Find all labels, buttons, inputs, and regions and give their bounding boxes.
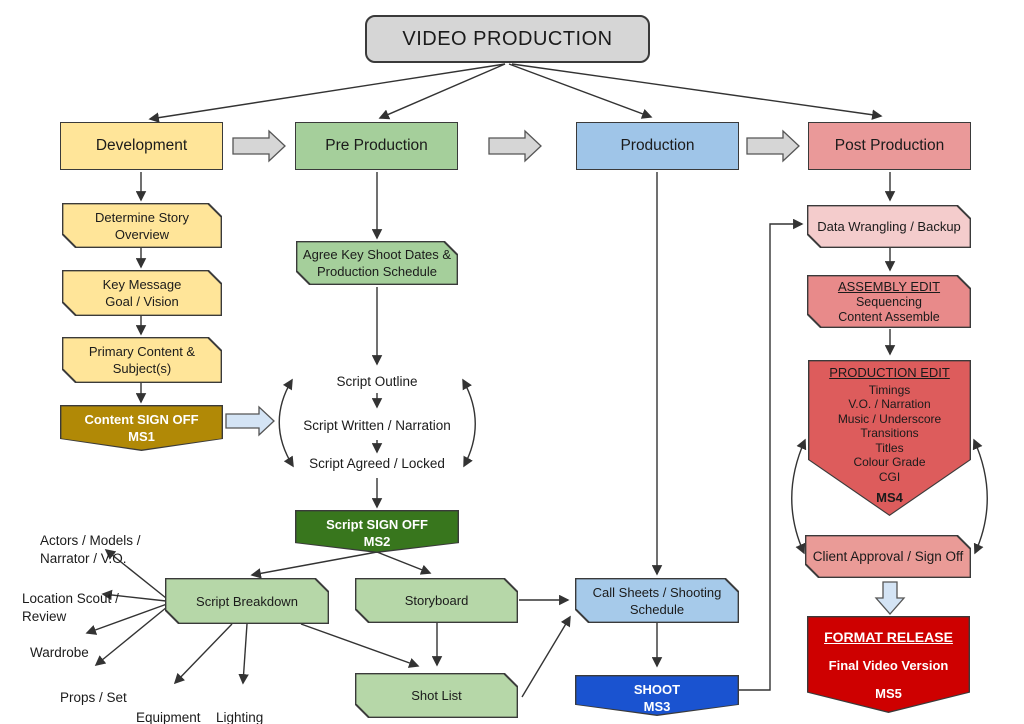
connector-ms2-to-storyboard <box>376 551 432 575</box>
connector-ms3-to-wrangling <box>739 218 804 691</box>
milestone-script-sign-off-ms2: Script SIGN OFF MS2 <box>295 510 459 553</box>
node-data-wrangling-backup: Data Wrangling / Backup <box>807 205 971 248</box>
data-wrangling-label: Data Wrangling / Backup <box>817 219 961 234</box>
approval-cycle-arc-left <box>791 438 807 555</box>
connector-title-to-pre-production <box>378 63 506 120</box>
connector-title-to-post-production <box>511 63 883 120</box>
connector-title-to-production <box>508 63 653 119</box>
connector-breakdown-to-props <box>94 606 168 666</box>
phase-production: Production <box>576 122 739 170</box>
label-location-scout-review: Location Scout / Review <box>22 591 119 624</box>
connector-breakdown-to-actors <box>104 549 167 599</box>
ms4-label: MS4 <box>876 490 903 506</box>
diagram-title-label: VIDEO PRODUCTION <box>402 27 613 50</box>
label-actors-models-narrator: Actors / Models / Narrator / V.O. <box>40 533 141 566</box>
text-script-written-narration: Script Written / Narration <box>303 418 451 433</box>
agree-dates-label: Agree Key Shoot Dates & Production Sched… <box>302 247 452 279</box>
label-props-set: Props / Set <box>60 690 127 705</box>
block-arrow-approval-to-format-release <box>874 581 906 615</box>
node-assembly-edit: ASSEMBLY EDIT Sequencing Content Assembl… <box>807 275 971 328</box>
connector-breakdown-to-equipment <box>173 623 233 685</box>
ms2-label: Script SIGN OFF MS2 <box>326 517 428 550</box>
approval-cycle-arc-right <box>972 438 988 555</box>
script-breakdown-label: Script Breakdown <box>196 593 298 609</box>
script-cycle-arc-right <box>462 378 476 468</box>
ms1-label: Content SIGN OFF MS1 <box>84 412 199 445</box>
script-cycle-arc-left <box>278 378 294 468</box>
ms5-label: MS5 <box>875 686 902 702</box>
format-release-title: FORMAT RELEASE <box>824 629 953 646</box>
phase-development: Development <box>60 122 223 170</box>
key-message-label: Key Message Goal / Vision <box>102 277 182 309</box>
format-release-line: Final Video Version <box>828 658 949 674</box>
connector-ms2-to-breakdown <box>250 551 378 579</box>
phase-pre-production-label: Pre Production <box>325 137 428 154</box>
client-approval-label: Client Approval / Sign Off <box>812 549 964 564</box>
text-script-agreed-locked: Script Agreed / Locked <box>309 456 445 471</box>
primary-content-label: Primary Content & Subject(s) <box>88 344 196 376</box>
phase-development-label: Development <box>95 137 188 154</box>
connector-breakdown-to-wardrobe <box>85 603 168 635</box>
connector-breakdown-to-location <box>101 589 167 602</box>
phase-post-production-label: Post Production <box>834 137 945 154</box>
node-shot-list: Shot List <box>355 673 518 718</box>
label-wardrobe: Wardrobe <box>30 645 89 660</box>
assembly-edit-lines: Sequencing Content Assemble <box>838 294 940 324</box>
milestone-format-release-ms5: FORMAT RELEASE Final Video Version MS5 <box>807 616 970 713</box>
node-primary-content-subjects: Primary Content & Subject(s) <box>62 337 222 383</box>
block-arrow-production-to-post <box>746 129 800 163</box>
label-equipment: Equipment <box>136 710 201 724</box>
production-edit-title: PRODUCTION EDIT <box>829 365 950 381</box>
node-determine-story-overview: Determine Story Overview <box>62 203 222 248</box>
phase-pre-production: Pre Production <box>295 122 458 170</box>
call-sheets-label: Call Sheets / Shooting Schedule <box>592 584 722 617</box>
block-arrow-pre-to-production <box>488 129 542 163</box>
node-storyboard: Storyboard <box>355 578 518 623</box>
node-client-approval-sign-off: Client Approval / Sign Off <box>805 535 971 578</box>
connector-title-to-development <box>148 63 506 123</box>
text-script-outline: Script Outline <box>336 374 418 389</box>
production-edit-items: Timings V.O. / Narration Music / Undersc… <box>837 382 942 484</box>
shot-list-label: Shot List <box>411 688 462 703</box>
block-arrow-ms1-to-script-cycle <box>225 405 275 437</box>
phase-post-production: Post Production <box>808 122 971 170</box>
determine-story-label: Determine Story Overview <box>95 209 189 242</box>
node-script-breakdown: Script Breakdown <box>165 578 329 624</box>
connector-shotlist-to-callsheets <box>521 615 571 698</box>
node-key-message-goal-vision: Key Message Goal / Vision <box>62 270 222 316</box>
node-call-sheets-shooting-schedule: Call Sheets / Shooting Schedule <box>575 578 739 623</box>
connector-breakdown-to-lighting <box>238 623 249 685</box>
ms3-label: SHOOT MS3 <box>633 682 681 715</box>
block-arrow-dev-to-pre <box>232 129 286 163</box>
assembly-edit-title: ASSEMBLY EDIT <box>837 278 941 294</box>
label-lighting: Lighting <box>216 710 264 724</box>
diagram-title: VIDEO PRODUCTION <box>365 15 650 63</box>
phase-production-label: Production <box>620 137 695 154</box>
node-agree-shoot-dates-schedule: Agree Key Shoot Dates & Production Sched… <box>296 241 458 285</box>
connector-breakdown-to-shotlist <box>300 623 420 668</box>
storyboard-label: Storyboard <box>404 593 469 608</box>
